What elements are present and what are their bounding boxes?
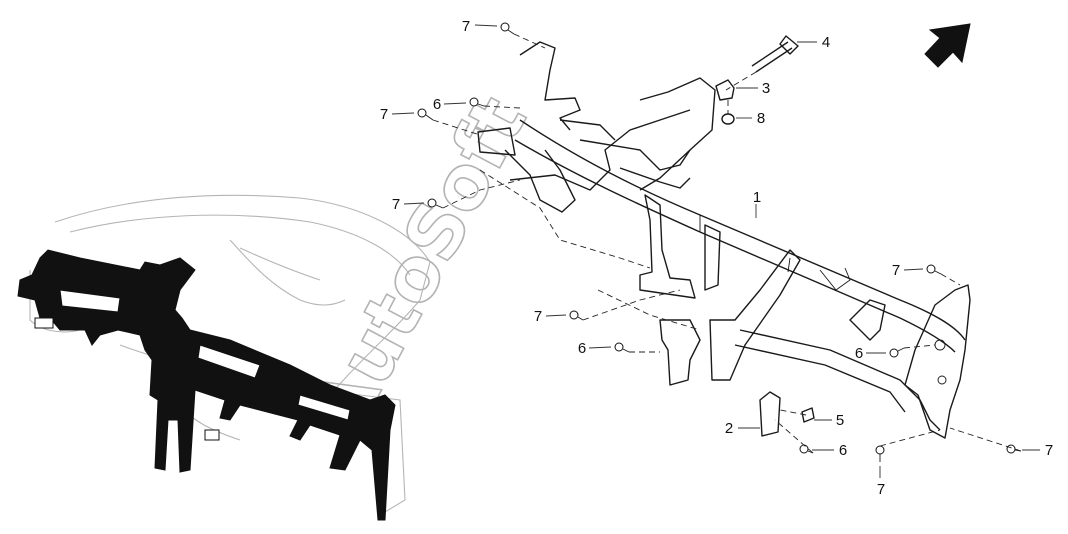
callout-7-left: 7 (392, 196, 400, 213)
callout-4: 4 (822, 34, 830, 51)
bracket-part-2 (759, 391, 781, 437)
callout-labels: 1 2 3 4 5 6 6 6 6 7 7 7 7 7 7 7 8 (380, 18, 1053, 498)
callout-7-right: 7 (892, 262, 900, 279)
long-bolt-part-4 (751, 35, 799, 73)
callout-2: 2 (725, 420, 733, 437)
callout-6-right: 6 (855, 345, 863, 362)
callout-6-bottom: 6 (839, 442, 847, 459)
callout-1: 1 (753, 189, 761, 206)
callout-5: 5 (836, 412, 844, 429)
fastener-bolts (417, 22, 1022, 462)
callout-6-mid-left: 6 (578, 340, 586, 357)
callout-3: 3 (762, 80, 770, 97)
callout-7-bottom: 7 (877, 481, 885, 498)
callout-7-upper-left: 7 (380, 106, 388, 123)
callout-7-mid: 7 (534, 308, 542, 325)
dashboard-overview-illustration (17, 194, 431, 521)
callout-leaders (391, 24, 1040, 478)
front-direction-arrow-icon (924, 23, 971, 68)
cross-car-beam-part-1 (477, 35, 971, 439)
callout-7-top: 7 (462, 18, 470, 35)
callout-7-far-right: 7 (1045, 442, 1053, 459)
callout-6-upper-left: 6 (433, 96, 441, 113)
callout-8: 8 (757, 110, 765, 127)
dashed-assembly-lines (432, 33, 1022, 454)
